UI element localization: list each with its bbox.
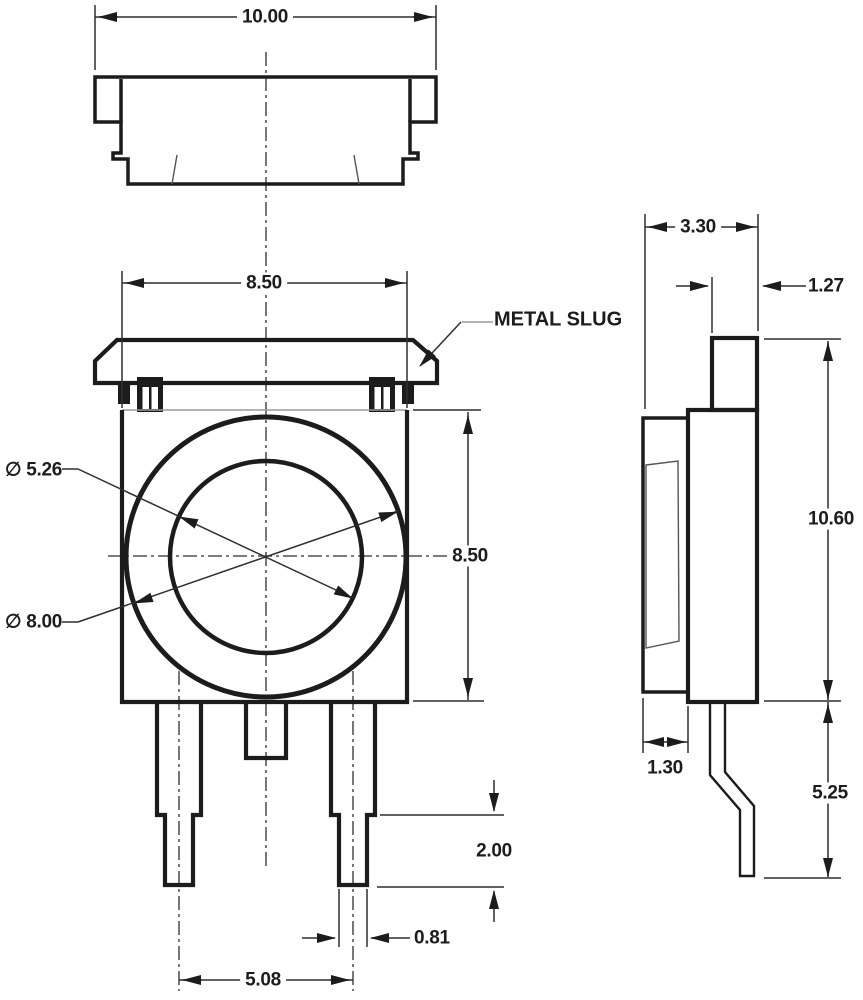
side-molding-inner-edge xyxy=(645,460,680,649)
centerlines xyxy=(108,52,449,991)
right-lead xyxy=(328,702,378,888)
mounting-foot-left xyxy=(137,377,163,412)
dim-label-lead-pitch: 5.08 xyxy=(240,969,286,991)
dim-lines-lead-tip-length xyxy=(377,814,504,888)
top-view-ear-lines xyxy=(119,79,412,122)
metal-slug-cap xyxy=(92,337,440,386)
metal-slug-leader-arrow xyxy=(419,321,462,367)
slug-step-left xyxy=(118,383,130,404)
dim-lines-lead-tip-width xyxy=(338,889,368,947)
side-formed-lead xyxy=(708,702,756,878)
foot-slot xyxy=(142,387,149,409)
dim-lines-side-top-width xyxy=(644,214,759,409)
slug-step-right xyxy=(402,383,414,404)
dim-label-tab-width: 1.27 xyxy=(808,275,844,297)
top-view xyxy=(93,75,438,186)
arrow xyxy=(179,516,199,529)
dim-label-body-height: 8.50 xyxy=(447,545,493,567)
dim-label-top-width: 10.00 xyxy=(236,6,294,28)
left-lead xyxy=(154,702,204,888)
outer-circle xyxy=(123,414,409,700)
dim-label-lead-length: 5.25 xyxy=(807,782,853,804)
top-view-draft-lines xyxy=(171,154,360,185)
dim-label-lead-tip-length: 2.00 xyxy=(476,840,512,862)
side-view xyxy=(641,335,760,878)
arrow xyxy=(134,592,154,604)
top-view-outline xyxy=(93,75,438,186)
dim-label-outer-diameter: ∅ 8.00 xyxy=(5,611,63,633)
dim-label-lead-tip-width: 0.81 xyxy=(414,927,450,949)
dim-label-side-height: 10.60 xyxy=(802,508,860,530)
side-body xyxy=(685,407,760,705)
dim-label-side-top-width: 3.30 xyxy=(675,216,721,238)
front-view xyxy=(92,337,440,888)
center-stub xyxy=(243,702,289,761)
mounting-foot-right xyxy=(369,377,395,412)
foot-slot xyxy=(374,387,381,409)
metal-slug-label: METAL SLUG xyxy=(494,308,623,331)
dim-label-base-width: 1.30 xyxy=(647,757,683,779)
foot-slot xyxy=(151,387,158,409)
side-front-molding xyxy=(641,416,688,694)
dim-line-outer-diameter xyxy=(62,510,399,623)
dim-lines-base-width xyxy=(642,698,689,753)
arrow xyxy=(378,511,398,523)
dim-label-slug-width: 8.50 xyxy=(241,272,287,294)
dim-label-inner-diameter: ∅ 5.26 xyxy=(5,459,63,481)
side-slug-tab xyxy=(709,335,760,413)
arrow xyxy=(333,585,353,599)
foot-slot xyxy=(383,387,390,409)
inner-circle xyxy=(167,458,365,656)
dim-line-inner-diameter xyxy=(62,468,354,599)
